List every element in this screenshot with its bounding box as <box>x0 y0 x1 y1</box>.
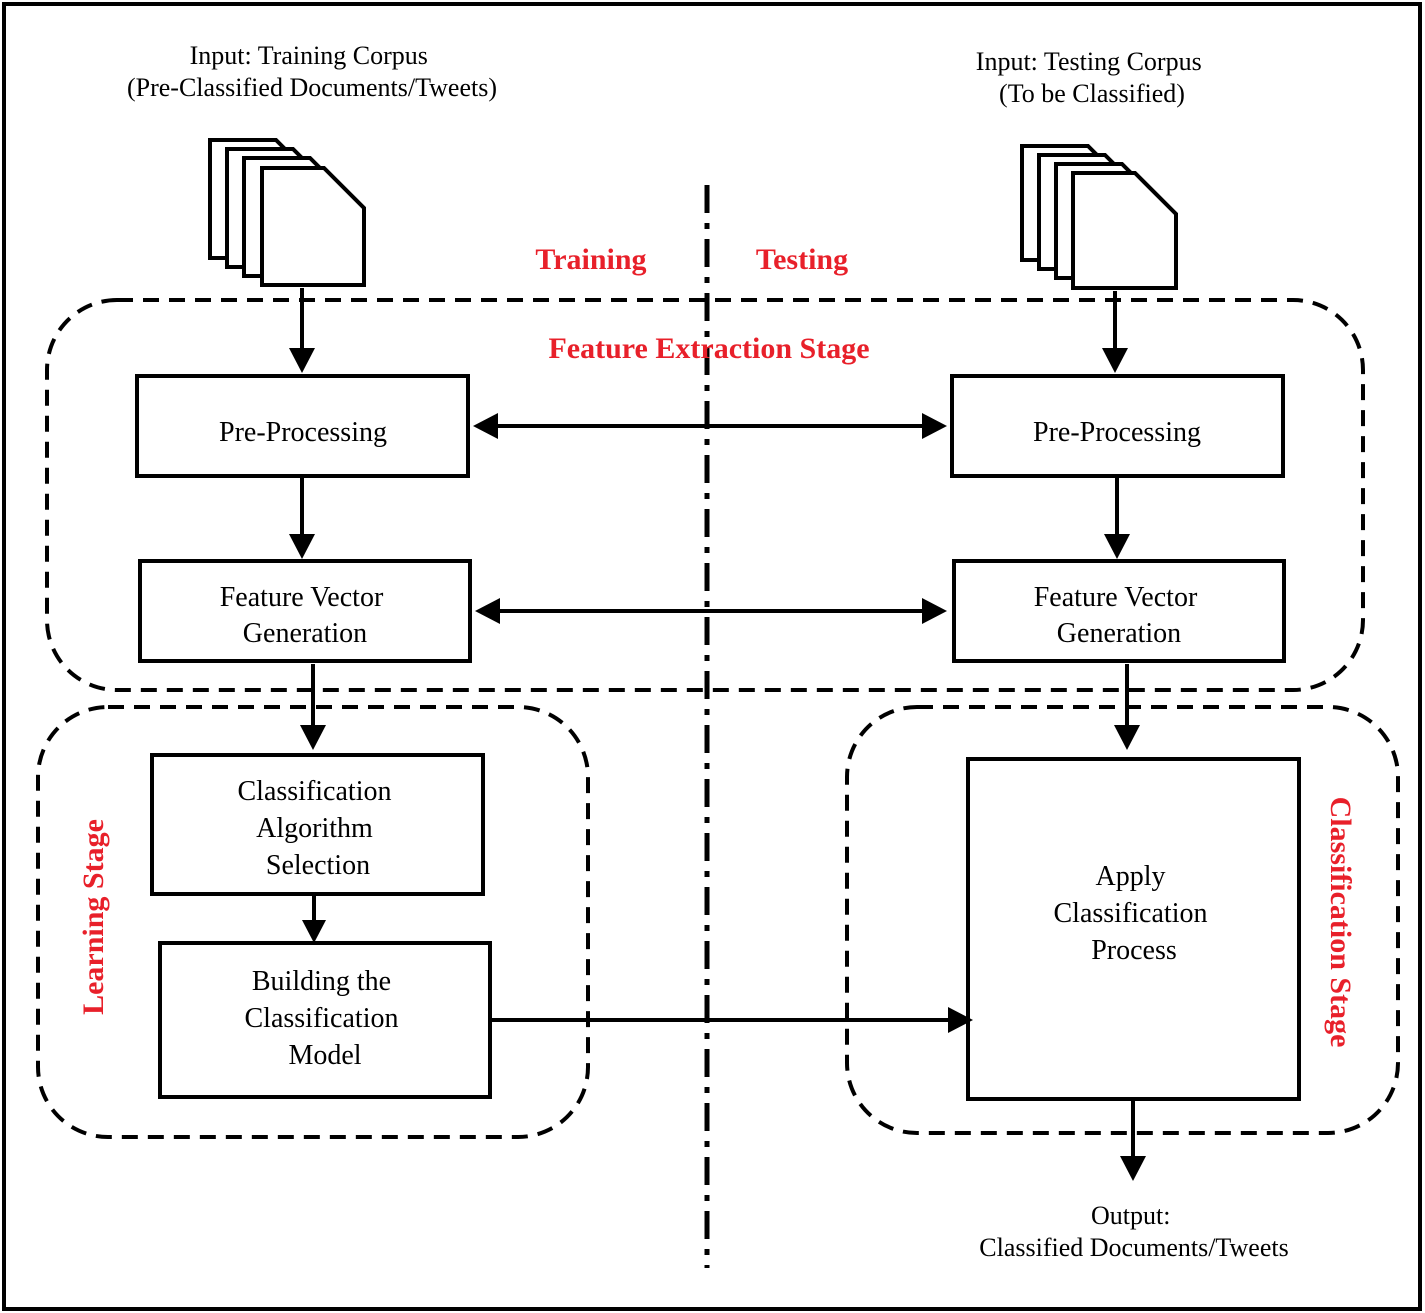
svg-text:Building the Classificat: Building the Classification Model <box>245 966 406 1071</box>
testing-input-line2: (To be Classified) <box>999 79 1185 108</box>
build-model-line3: Model <box>288 1040 361 1071</box>
training-phase-label: Training <box>535 243 646 276</box>
training-input-caption: Input: Training Corpus (Pre-Classified D… <box>127 41 497 102</box>
arrowhead-train-fv-to-algorithm <box>300 725 326 750</box>
build-model-line1: Building the <box>252 966 391 997</box>
learning-stage-label: Learning Stage <box>77 819 110 1015</box>
classification-region <box>845 705 1400 1135</box>
train-feature-vector-line2: Generation <box>243 618 367 649</box>
svg-text:Classification Algorithm: Classification Algorithm Selection <box>238 776 399 881</box>
feature-extraction-stage-label: Feature Extraction Stage <box>548 332 869 365</box>
testing-input-line1: Input: Testing Corpus <box>976 47 1202 76</box>
arrowhead-apply-to-output <box>1120 1156 1146 1181</box>
arrowhead-train-pre-to-fv <box>289 534 315 559</box>
build-model-box: Building the Classification Model <box>158 941 492 1099</box>
training-documents-icon <box>208 138 366 287</box>
algorithm-selection-box: Classification Algorithm Selection <box>150 753 485 896</box>
testing-phase-label: Testing <box>756 243 848 276</box>
arrowhead-algorithm-to-model <box>302 920 326 943</box>
test-feature-vector-line2: Generation <box>1057 618 1181 649</box>
apply-classification-box: Apply Classification Process <box>966 757 1301 1101</box>
build-model-line2: Classification <box>245 1003 399 1034</box>
classification-stage-label: Classification Stage <box>1324 797 1357 1048</box>
output-caption: Output: Classified Documents/Tweets <box>979 1201 1288 1262</box>
svg-text:Feature Vector Generatio: Feature Vector Generation <box>220 582 391 649</box>
output-line2: Classified Documents/Tweets <box>979 1233 1288 1262</box>
training-input-line2: (Pre-Classified Documents/Tweets) <box>127 73 497 102</box>
algorithm-selection-line2: Algorithm <box>256 813 373 844</box>
svg-text:Apply Classification: Apply Classification Process <box>1054 861 1215 966</box>
arrowhead-fv-right <box>922 598 947 624</box>
test-preprocessing-label: Pre-Processing <box>1033 417 1201 448</box>
flow-arrows <box>289 288 1146 1181</box>
arrowhead-model-to-apply <box>948 1007 973 1033</box>
output-line1: Output: <box>1091 1201 1170 1230</box>
testing-input-caption: Input: Testing Corpus (To be Classified) <box>976 47 1208 108</box>
apply-classification-line3: Process <box>1091 935 1177 966</box>
arrowhead-preprocessing-right <box>922 413 947 439</box>
svg-text:Pre-Processing: Pre-Processing <box>219 417 387 448</box>
svg-text:Feature Vector Generatio: Feature Vector Generation <box>1034 582 1205 649</box>
svg-text:Pre-Processing: Pre-Processing <box>1033 417 1201 448</box>
arrowhead-fv-left <box>475 598 500 624</box>
apply-classification-line1: Apply <box>1096 861 1166 892</box>
train-feature-vector-line1: Feature Vector <box>220 582 384 613</box>
test-preprocessing-box: Pre-Processing <box>950 374 1285 478</box>
learning-region <box>36 705 590 1139</box>
train-preprocessing-box: Pre-Processing <box>135 374 470 478</box>
arrowhead-test-pre-to-fv <box>1104 534 1130 559</box>
arrowhead-train-docs <box>289 348 315 373</box>
apply-classification-line2: Classification <box>1054 898 1208 929</box>
test-feature-vector-box: Feature Vector Generation <box>952 559 1286 663</box>
test-feature-vector-line1: Feature Vector <box>1034 582 1198 613</box>
arrowhead-test-docs <box>1102 348 1128 373</box>
algorithm-selection-line1: Classification <box>238 776 392 807</box>
train-feature-vector-box: Feature Vector Generation <box>138 559 472 663</box>
arrowhead-preprocessing-left <box>473 413 498 439</box>
algorithm-selection-line3: Selection <box>266 850 370 881</box>
train-preprocessing-label: Pre-Processing <box>219 417 387 448</box>
arrowhead-test-fv-to-apply <box>1114 725 1140 750</box>
training-input-line1: Input: Training Corpus <box>190 41 428 70</box>
testing-documents-icon <box>1020 144 1178 290</box>
